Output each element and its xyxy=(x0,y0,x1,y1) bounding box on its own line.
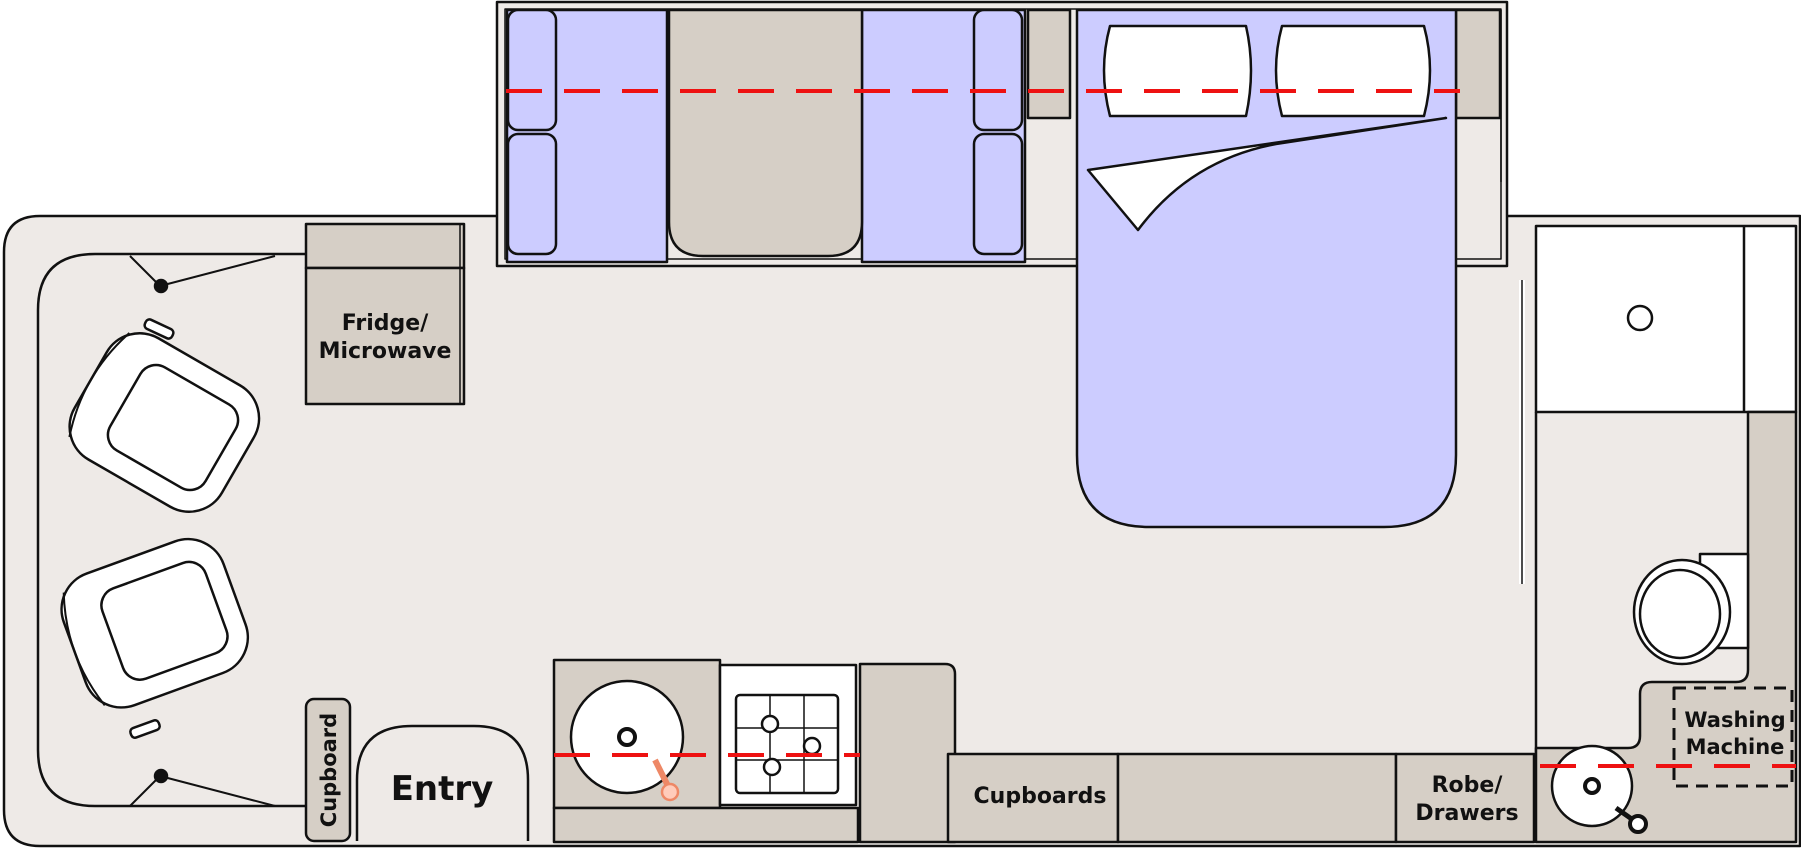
entry-label: Entry xyxy=(391,769,494,809)
bed xyxy=(1075,8,1458,529)
dinette-cushion-tl xyxy=(506,8,558,132)
sink-drain-icon xyxy=(617,727,637,747)
kitchen-base xyxy=(552,806,860,844)
vanity-drain-icon xyxy=(1583,777,1601,795)
burner-icon xyxy=(802,736,822,756)
fridge-label-line1: Fridge/ xyxy=(342,311,429,336)
washing-label-line2: Machine xyxy=(1686,735,1785,759)
seat-lever-icon xyxy=(143,318,175,340)
shower-cabinet xyxy=(1534,224,1798,414)
toilet-bowl xyxy=(1638,568,1722,660)
burner-icon xyxy=(760,714,780,734)
dinette-cushion-bl xyxy=(506,132,558,256)
fridge-microwave xyxy=(304,266,466,406)
fridge-upper-cabinet xyxy=(304,222,466,270)
dinette-cushion-br xyxy=(972,132,1024,256)
cupboard-label: Cupboard xyxy=(317,713,341,827)
ensuite-cabinet xyxy=(1534,410,1798,844)
pillow-right xyxy=(1274,24,1432,118)
robe-drawers-cabinet xyxy=(1394,752,1536,844)
robe-label-line1: Robe/ xyxy=(1432,773,1504,798)
washing-machine-outline xyxy=(1672,686,1794,788)
cupboards-cabinet xyxy=(946,752,1120,844)
front-seat-driver xyxy=(60,537,250,709)
bedside-cabinet-left xyxy=(1026,8,1072,120)
burner-icon xyxy=(762,757,782,777)
seatbelt-anchor-icon xyxy=(153,278,169,294)
dinette-cushion-tr xyxy=(972,8,1024,132)
dinette-table xyxy=(667,8,864,258)
cooktop-grate xyxy=(734,693,840,795)
front-seat-passenger xyxy=(68,332,261,513)
middle-cabinet xyxy=(1116,752,1398,844)
pillow-left xyxy=(1102,24,1253,118)
shower-drain-icon xyxy=(1626,304,1654,332)
tap-knob-icon xyxy=(660,782,680,802)
cupboards-label: Cupboards xyxy=(974,784,1107,809)
robe-label-line2: Drawers xyxy=(1415,801,1518,826)
fridge-label-line2: Microwave xyxy=(319,339,452,364)
seat-lever-icon xyxy=(129,719,161,739)
washing-label-line1: Washing xyxy=(1684,708,1785,732)
bedside-cabinet-right xyxy=(1454,8,1502,120)
seatbelt-anchor-icon xyxy=(153,768,169,784)
entry-step xyxy=(355,724,530,841)
vanity-tap-knob-icon xyxy=(1628,814,1648,834)
pantry-cabinet xyxy=(858,662,957,844)
cupboard xyxy=(304,697,352,843)
folded-blanket xyxy=(1086,116,1448,232)
